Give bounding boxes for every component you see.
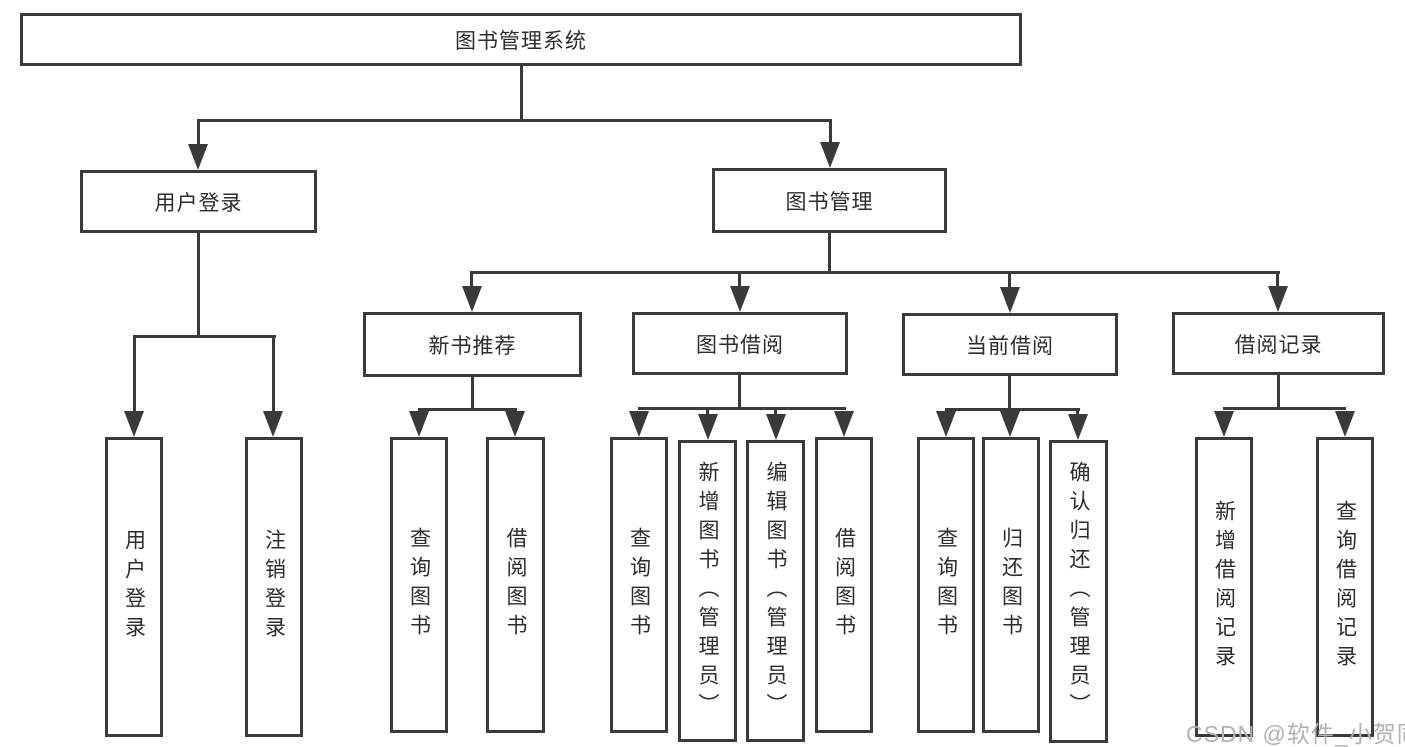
- connector-line: [520, 66, 523, 119]
- connector-line: [774, 407, 777, 417]
- arrow-down: [124, 411, 144, 437]
- connector-line: [471, 271, 1280, 274]
- node-bb-edit-books-admin: 编辑图书（管理员）: [746, 440, 805, 742]
- node-new-book-rec: 新书推荐: [363, 312, 582, 377]
- node-cb-confirm-return-admin: 确认归还（管理员）: [1049, 440, 1108, 743]
- arrow-down: [834, 411, 854, 437]
- connector-line: [738, 271, 741, 289]
- node-current-borrow: 当前借阅: [902, 313, 1118, 376]
- node-br-query-borrow-record: 查询借阅记录: [1316, 437, 1374, 737]
- arrow-down: [820, 142, 840, 168]
- node-borrow-records: 借阅记录: [1172, 312, 1385, 375]
- node-cb-return-books: 归还图书: [982, 437, 1040, 733]
- connector-line: [706, 407, 709, 417]
- connector-line: [945, 408, 1080, 411]
- connector-line: [1223, 407, 1346, 410]
- arrow-down: [263, 411, 283, 437]
- arrow-down: [1214, 411, 1234, 437]
- connector-line: [197, 233, 200, 336]
- node-login: 用户登录: [105, 437, 163, 737]
- node-book-borrow: 图书借阅: [632, 312, 848, 375]
- connector-line: [1008, 376, 1011, 408]
- connector-line: [470, 271, 473, 289]
- node-bb-query-books: 查询图书: [610, 437, 668, 733]
- arrow-down: [505, 411, 525, 437]
- arrow-down: [629, 411, 649, 437]
- arrow-down: [462, 286, 482, 312]
- connector-line: [133, 335, 136, 415]
- connector-line: [1076, 408, 1079, 418]
- node-book-mgmt: 图书管理: [712, 168, 947, 233]
- arrow-down: [698, 414, 718, 440]
- node-bb-add-books-admin: 新增图书（管理员）: [678, 440, 737, 742]
- node-nbr-query-books: 查询图书: [390, 437, 448, 733]
- connector-line: [1277, 375, 1280, 407]
- arrow-down: [1000, 411, 1020, 437]
- connector-line: [197, 119, 200, 149]
- arrow-down: [730, 286, 750, 312]
- connector-line: [828, 233, 831, 271]
- node-logout: 注销登录: [245, 437, 303, 737]
- connector-line: [197, 119, 832, 122]
- connector-line: [638, 407, 846, 410]
- arrow-down: [1335, 411, 1355, 437]
- node-root: 图书管理系统: [20, 13, 1022, 66]
- arrow-down: [936, 411, 956, 437]
- node-cb-query-books: 查询图书: [917, 437, 975, 733]
- connector-line: [418, 408, 517, 411]
- node-nbr-borrow-books: 借阅图书: [486, 437, 545, 733]
- arrow-down: [188, 144, 208, 170]
- arrow-down: [1000, 287, 1020, 313]
- connector-line: [471, 377, 474, 408]
- connector-line: [1008, 271, 1011, 289]
- connector-line: [272, 335, 275, 415]
- arrow-down: [409, 411, 429, 437]
- csdn-watermark: CSDN @软件_小贺同学: [1186, 721, 1405, 747]
- connector-line: [1276, 271, 1279, 289]
- arrow-down: [1268, 286, 1288, 312]
- node-bb-borrow-books: 借阅图书: [815, 437, 873, 733]
- connector-line: [738, 375, 741, 407]
- arrow-down: [1068, 414, 1088, 440]
- node-user-login: 用户登录: [80, 170, 317, 233]
- node-br-add-borrow-record: 新增借阅记录: [1195, 437, 1253, 737]
- arrow-down: [766, 414, 786, 440]
- connector-line: [829, 119, 832, 147]
- connector-line: [133, 335, 276, 338]
